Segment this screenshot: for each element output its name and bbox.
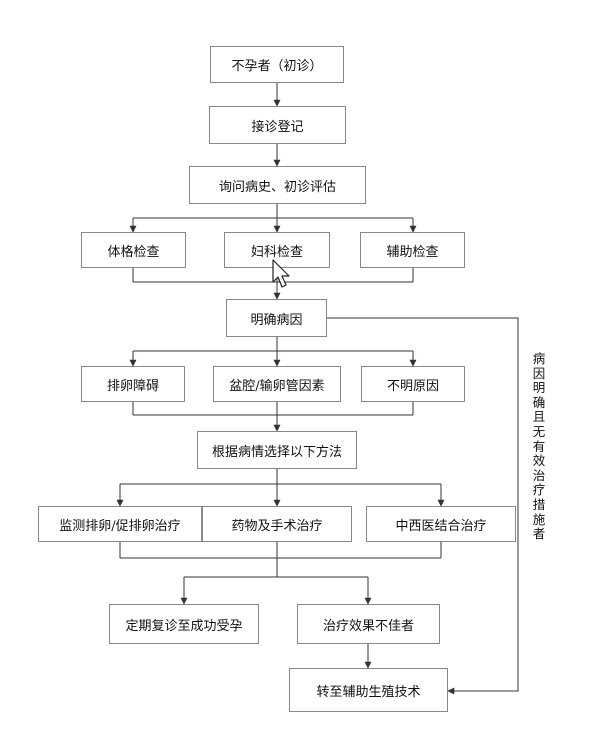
node-tcm-western: 中西医结合治疗 — [366, 506, 516, 542]
node-aux-exam: 辅助检查 — [360, 232, 465, 268]
node-history: 询问病史、初诊评估 — [189, 166, 366, 204]
arrow-diagnosis-to-art — [327, 317, 519, 695]
node-diagnosis: 明确病因 — [226, 299, 327, 337]
mouse-pointer-icon — [272, 259, 294, 289]
node-pelvic-tubal: 盆腔/输卵管因素 — [213, 366, 341, 402]
node-drug-surgery: 药物及手术治疗 — [202, 506, 352, 542]
node-choose-method: 根据病情选择以下方法 — [197, 431, 357, 469]
node-art-referral: 转至辅助生殖技术 — [289, 668, 448, 712]
node-monitor-ovulation: 监测排卵/促排卵治疗 — [38, 506, 202, 542]
node-unknown-cause: 不明原因 — [361, 366, 465, 402]
node-registration: 接诊登记 — [209, 106, 346, 144]
node-ovulation-disorder: 排卵障碍 — [81, 366, 185, 402]
node-regular-followup: 定期复诊至成功受孕 — [109, 604, 259, 644]
node-poor-result: 治疗效果不佳者 — [297, 604, 440, 644]
side-path-label: 病因明确且无有效治疗措施者 — [532, 351, 546, 542]
node-physical-exam: 体格检查 — [81, 232, 186, 268]
node-first-visit: 不孕者（初诊） — [210, 46, 344, 83]
